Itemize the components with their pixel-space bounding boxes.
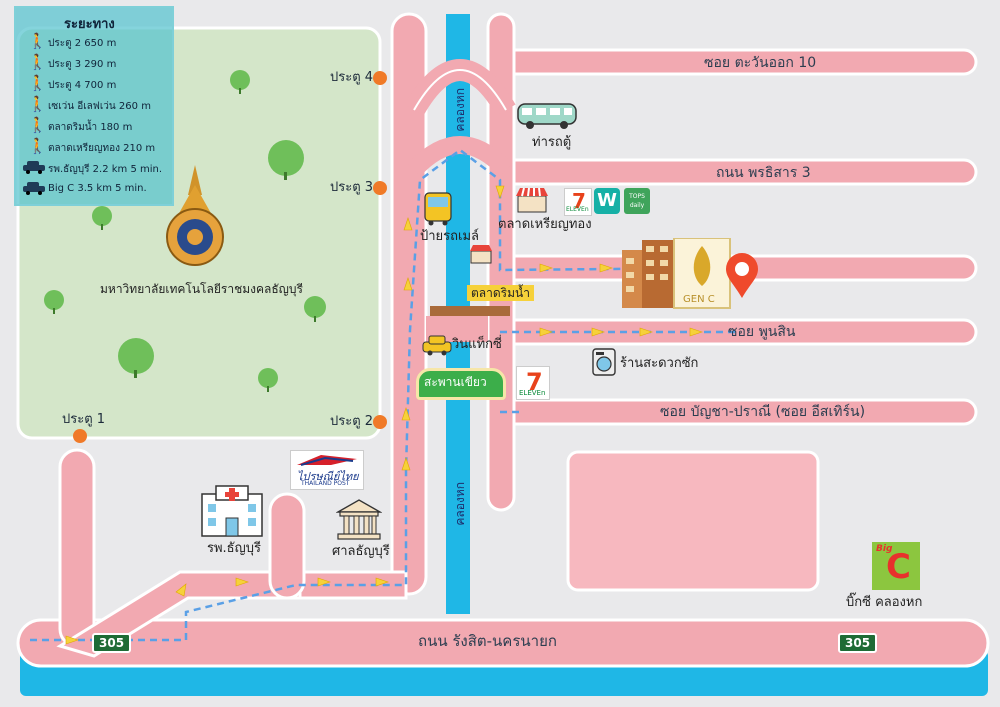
location-pin-icon — [726, 253, 758, 298]
arrow-7 — [403, 277, 413, 291]
legend-row: 🚶 ประตู 2 650 m — [28, 32, 117, 50]
laundry-icon — [592, 348, 616, 376]
phruksa-label: ถนน พรธิสาร 3 — [716, 165, 811, 181]
arrow-16 — [175, 583, 187, 597]
distance-legend: ระยะทาง 🚶 ประตู 2 650 m 🚶 ประตู 3 290 m … — [14, 6, 174, 206]
walk-icon: 🚶 — [28, 137, 47, 155]
railroad-crossing — [430, 306, 510, 316]
legend-row: รพ.ธัญบุรี 2.2 km 5 min. — [22, 158, 172, 176]
gate1-road — [58, 448, 96, 648]
genc-label: GEN C — [683, 294, 715, 305]
hospital-label: รพ.ธัญบุรี — [207, 541, 261, 556]
watsons-logo-icon: W — [594, 188, 620, 214]
middle-bridge-arc — [407, 136, 513, 177]
seven-eleven-logo-icon: 7 ELEVEn — [516, 366, 550, 400]
floating-market-label: ตลาดริมน้ำ — [467, 285, 534, 301]
soi-tawan-ok-label: ซอย ตะวันออก 10 — [704, 55, 817, 71]
gate2-marker — [373, 415, 387, 429]
arrow-9 — [539, 263, 553, 273]
bus-icon — [424, 192, 452, 226]
gate4-marker — [373, 71, 387, 85]
market-stall-icon — [516, 187, 548, 213]
arrow-8 — [403, 217, 413, 231]
genc-building-icon — [622, 238, 731, 309]
route-305-badge-west: 305 — [92, 633, 132, 653]
canal-label-top: คลองหก — [453, 88, 467, 132]
gate3-marker — [373, 181, 387, 195]
legend-row: 🚶 ตลาดริมน้ำ 180 m — [28, 116, 133, 134]
bigc-label: บิ๊กซี คลองหก — [846, 595, 923, 610]
walk-icon: 🚶 — [28, 32, 47, 50]
court-building-icon — [336, 499, 382, 540]
court-label: ศาลธัญบุรี — [332, 544, 390, 559]
legend-row: 🚶 เซเว่น อีเลฟเว่น 260 m — [28, 95, 151, 113]
university-emblem-icon — [166, 165, 224, 266]
arrow-14 — [689, 327, 703, 337]
arrow-4 — [375, 577, 389, 587]
walk-icon: 🚶 — [28, 116, 47, 134]
canal-label-bottom: คลองหก — [453, 482, 467, 526]
gate3-label: ประตู 3 — [330, 180, 374, 195]
walk-icon: 🚶 — [28, 53, 47, 71]
taxi-icon — [422, 335, 452, 356]
hospital-icon — [201, 485, 263, 537]
green-bridge-label: สะพานเขียว — [424, 375, 487, 389]
laundry-label: ร้านสะดวกซัก — [620, 356, 699, 371]
legend-row: 🚶 ตลาดเหรียญทอง 210 m — [28, 137, 156, 155]
legend-row: Big C 3.5 km 5 min. — [22, 179, 172, 197]
soi-phunsin-label: ซอย พูนสิน — [728, 324, 796, 340]
arrow-5 — [401, 457, 411, 471]
seven-eleven-logo-icon: 7 ELEVEn — [564, 188, 592, 216]
arrow-6 — [401, 407, 411, 421]
floating-market-shop-icon — [470, 245, 492, 264]
walk-icon: 🚶 — [28, 95, 47, 113]
university-label: มหาวิทยาลัยเทคโนโลยีราชมงคลธัญบุรี — [100, 282, 303, 296]
tree-icons — [44, 70, 326, 392]
van-station-label: ท่ารถตู้ — [532, 135, 572, 150]
bigc-logo-icon: Big C — [872, 542, 920, 590]
gate2-label: ประตู 2 — [330, 414, 374, 429]
empty-lot — [566, 450, 820, 592]
gold-market-label: ตลาดเหรียญทอง — [498, 217, 592, 232]
gate4-label: ประตู 4 — [330, 70, 374, 85]
bus-stop-label: ป้ายรถเมล์ — [420, 229, 480, 244]
hospital-stub-road — [268, 492, 306, 600]
arrow-3 — [317, 577, 331, 587]
arrow-12 — [591, 327, 605, 337]
arrow-2 — [235, 577, 249, 587]
taxi-label: วินแท็กซี่ — [452, 337, 502, 352]
route-305-badge-east: 305 — [838, 633, 878, 653]
arrow-11 — [539, 327, 553, 337]
arrow-1 — [65, 635, 79, 645]
tops-daily-logo-icon: TOPS daily — [624, 188, 650, 214]
gate1-marker — [73, 429, 87, 443]
thailand-post-logo-icon: ไปรษณีย์ไทย THAILAND POST — [290, 450, 364, 490]
walk-icon: 🚶 — [28, 74, 47, 92]
legend-row: 🚶 ประตู 4 700 m — [28, 74, 117, 92]
car-icon — [23, 182, 45, 195]
legend-row: 🚶 ประตู 3 290 m — [28, 53, 117, 71]
van-icon — [517, 103, 577, 129]
soi-bancha-label: ซอย บัญชา-ปราณี (ซอย อีสเทิร์น) — [660, 404, 866, 420]
car-icon — [23, 161, 45, 174]
arrow-13 — [639, 327, 653, 337]
rangsit-road — [16, 618, 990, 668]
legend-title: ระยะทาง — [64, 17, 115, 32]
rangsit-label: ถนน รังสิต-นครนายก — [418, 632, 557, 650]
gate1-label: ประตู 1 — [62, 412, 106, 427]
green-bridge-sign — [416, 368, 506, 400]
arrow-10 — [599, 263, 613, 273]
arrow-15 — [495, 185, 505, 199]
